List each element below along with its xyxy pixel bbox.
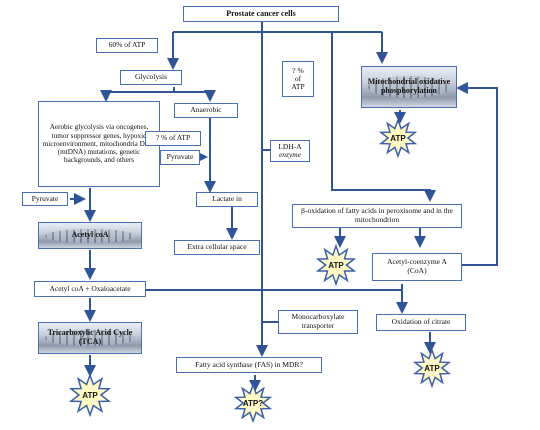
atp-unknown-left-box: ? % of ATP [145, 131, 201, 146]
tca-mitochondrion: Tricarboxylic Acid Cycle (TCA) [38, 322, 142, 354]
mitochondrion-cristae [45, 329, 135, 347]
atp-citrate-burst-label: ATP [424, 364, 440, 373]
acetyl-oxaloacetate-box: Acetyl coA + Oxaloacetate [34, 281, 146, 297]
atp-beta-burst-shape [315, 243, 357, 287]
extracellular-space-box: Extra cellular space [174, 240, 260, 255]
anaerobic-box: Anaerobic [174, 103, 238, 118]
pyruvate-mid-box: Pyruvate [160, 150, 200, 165]
fas-box: Fatty acid synthase (FAS) in MDR? [176, 357, 322, 373]
glycolysis-box: Glycolysis [120, 70, 182, 85]
atp-mito-burst: ATP [378, 117, 418, 159]
aerobic-glycolysis-box: Aerobic glycolysis via oncogenes, tumor … [38, 101, 160, 187]
connector-glycolysis-anaerobic [174, 90, 216, 102]
ldha-label: LDH-A [278, 141, 302, 151]
atp-mito-burst-label: ATP [390, 134, 406, 143]
lactate-in-box: Lactate in [196, 192, 258, 207]
tca-label: Tricarboxylic Acid Cycle (TCA) [47, 328, 133, 346]
atp-tca-burst-label: ATP [82, 391, 98, 400]
atp-tca-burst: ATP [68, 372, 112, 418]
atp-beta-burst-label: ATP [328, 261, 344, 270]
atp-citrate-burst-shape [412, 347, 452, 389]
atp-fas-burst: ATP? [233, 382, 273, 424]
ldha-enzyme-label: enzyme [278, 150, 302, 159]
atp-fas-burst-label: ATP? [243, 399, 263, 408]
atp-60-box: 60% of ATP [96, 38, 158, 53]
atp-tca-burst-shape [68, 372, 112, 418]
atp-beta-burst: ATP [315, 243, 357, 287]
ldha-box: LDH-A enzyme [270, 140, 310, 162]
mito-ox-phos-mitochondrion: Mitochondrial oxidative phosphorylation [361, 66, 457, 108]
acetyl-coenzyme-a-box: Acetyl-coenzyme A (CoA) [372, 253, 462, 281]
connector-feedback-loop [456, 82, 498, 266]
atp-unknown-right-box: ? % of ATP [282, 61, 314, 97]
prostate-cancer-cells-box: Prostate cancer cells [183, 6, 339, 22]
oxidation-citrate-box: Oxidation of citrate [376, 314, 466, 331]
beta-oxidation-box: β-oxidation of fatty acids in peroxisome… [292, 204, 462, 228]
monocarboxylate-box: Monocarboxylate transporter [278, 310, 358, 334]
mito-ox-phos-label: Mitochondrial oxidative phosphorylation [367, 77, 451, 95]
mitochondrion-cristae [45, 228, 135, 243]
atp-citrate-burst: ATP [412, 347, 452, 389]
mitochondrion-cristae [367, 75, 451, 99]
pyruvate-left-box: Pyruvate [22, 192, 68, 206]
atp-mito-burst-shape [378, 117, 418, 159]
connector-to-beta-ox [331, 32, 436, 202]
connector-glycolysis-split [100, 87, 175, 102]
acetyl-coa-mitochondrion: Acetyl coA [38, 222, 142, 249]
atp-fas-burst-shape [233, 382, 273, 424]
acetyl-coa-label: Acetyl coA [71, 230, 109, 240]
